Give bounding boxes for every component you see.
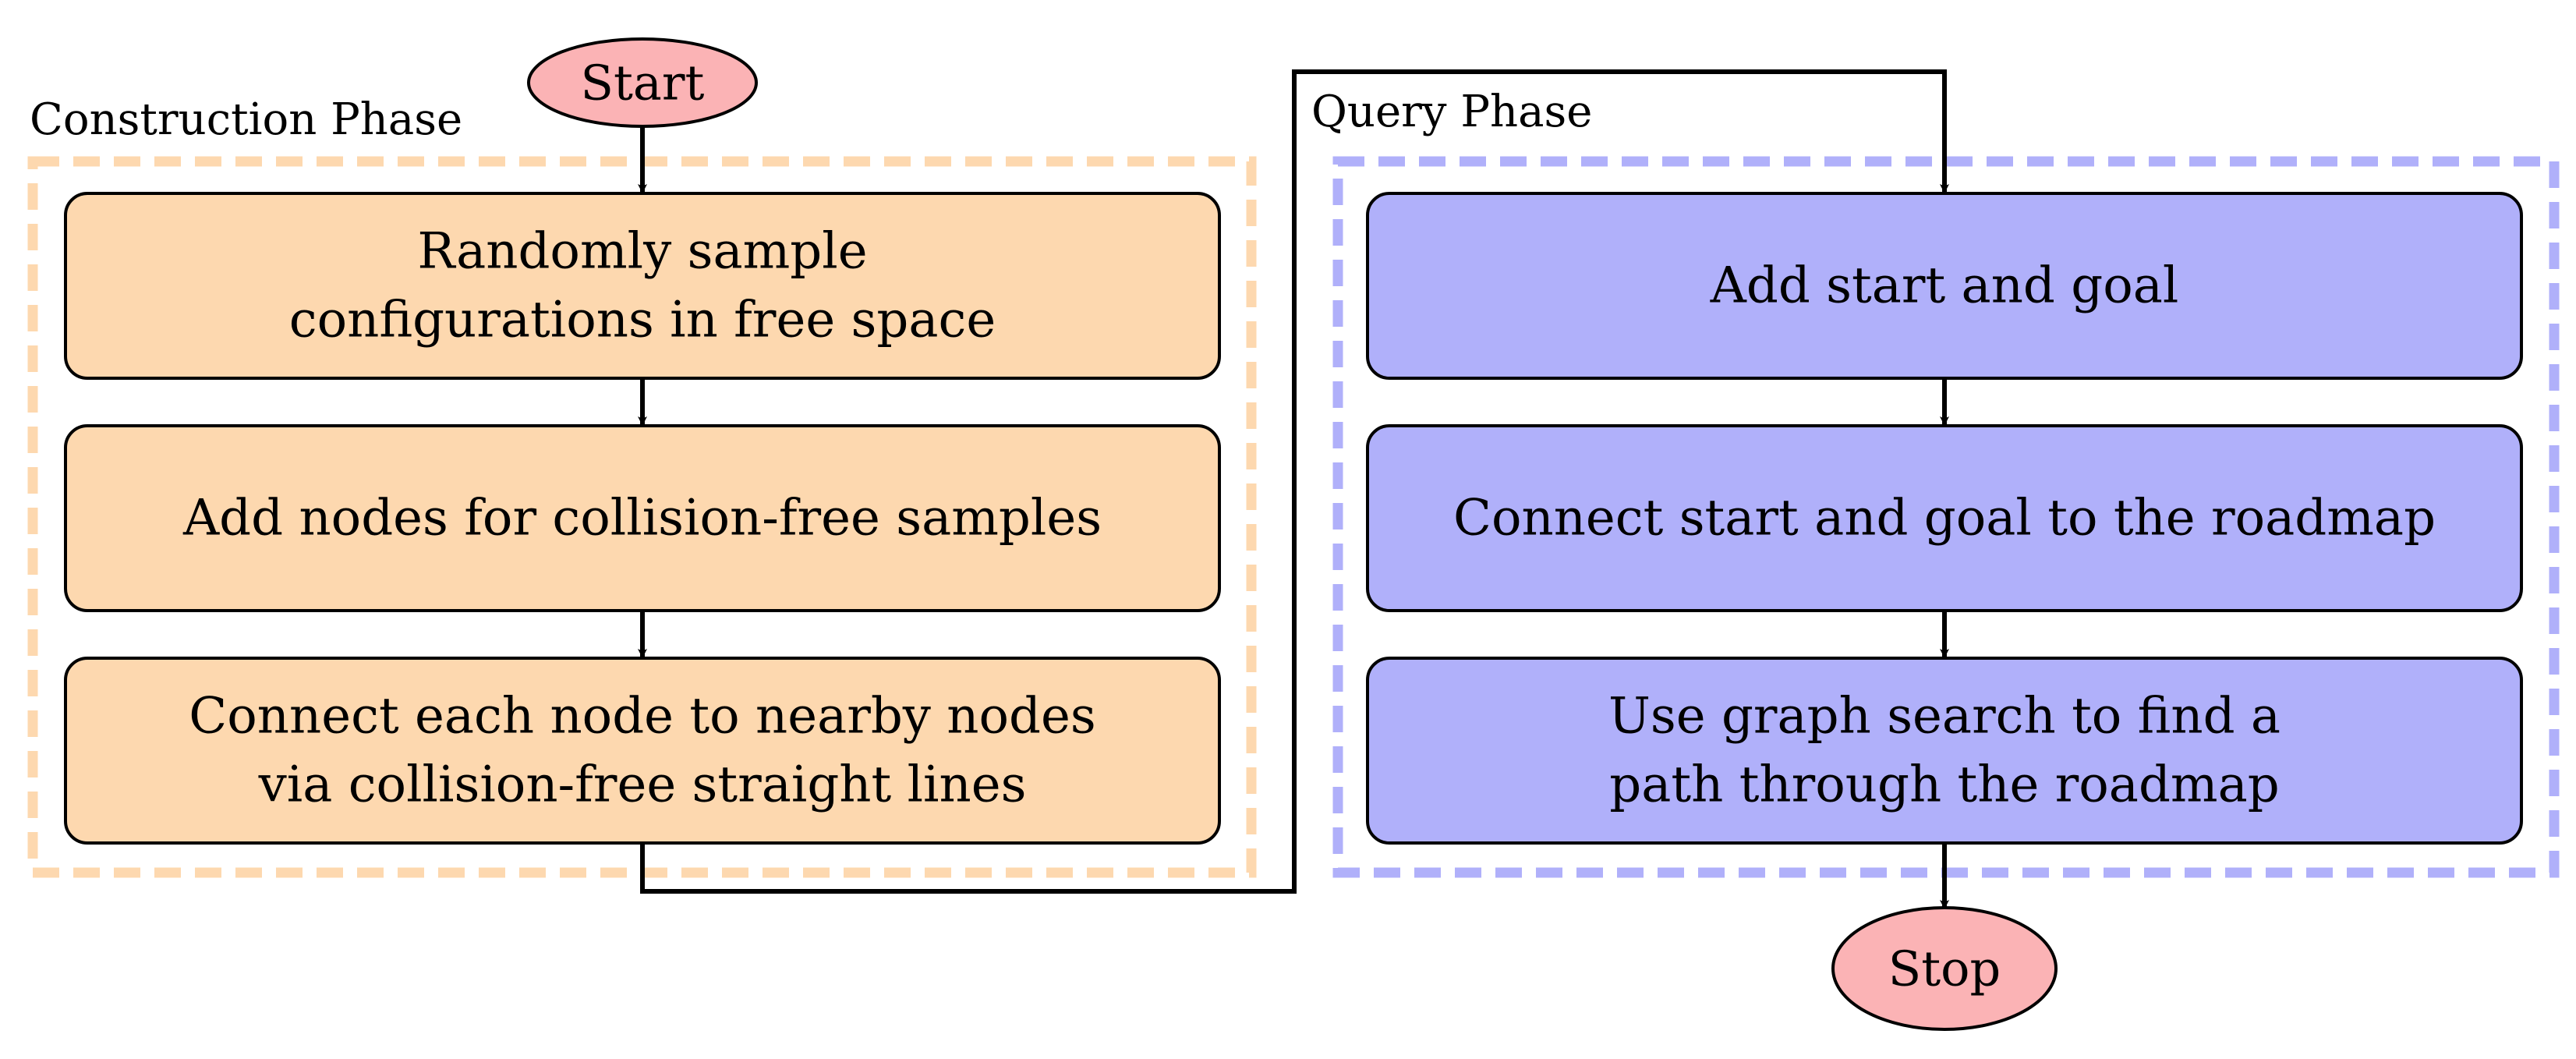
- construction-step-3-box: [64, 657, 1221, 845]
- query-step-1-label-line-1: Add start and goal: [1710, 257, 2179, 315]
- query-step-2-label-line-1: Connect start and goal to the roadmap: [1453, 490, 2436, 547]
- stop-label: Stop: [1888, 940, 2001, 997]
- stop-terminal: Stop: [1831, 906, 2058, 1031]
- query-step-1: Add start and goal: [1366, 192, 2523, 380]
- query-step-2-box: [1366, 424, 2523, 612]
- construction-step-2-box: [64, 424, 1221, 612]
- start-label: Start: [581, 55, 705, 112]
- construction-step-3-label-line-2: via collision-free straight lines: [258, 756, 1027, 814]
- arrow-construction-to-query: [640, 69, 1949, 894]
- construction-step-1: Randomly sample configurations in free sp…: [64, 192, 1221, 380]
- query-step-3: Use graph search to find a path through t…: [1366, 657, 2523, 845]
- query-step-2: Connect start and goal to the roadmap: [1366, 424, 2523, 612]
- construction-step-2: Add nodes for collision-free samples: [64, 424, 1221, 612]
- construction-step-1-box: [64, 192, 1221, 380]
- construction-step-3-label-line-1: Connect each node to nearby nodes: [189, 688, 1095, 746]
- construction-step-3: Connect each node to nearby nodes via col…: [64, 657, 1221, 845]
- query-phase-title: Query Phase: [1311, 87, 1592, 137]
- start-terminal: Start: [527, 37, 758, 128]
- query-step-3-box: [1366, 657, 2523, 845]
- query-step-1-box: [1366, 192, 2523, 380]
- construction-step-1-label-line-1: Randomly sample: [417, 223, 867, 281]
- construction-step-2-label-line-1: Add nodes for collision-free samples: [182, 490, 1102, 547]
- query-step-3-label-line-2: path through the roadmap: [1609, 756, 2279, 814]
- query-step-3-label-line-1: Use graph search to find a: [1608, 688, 2281, 746]
- construction-phase-title: Construction Phase: [30, 94, 462, 145]
- construction-step-1-label-line-2: configurations in free space: [289, 292, 996, 349]
- construction-steps: Randomly sample configurations in free sp…: [64, 192, 1221, 845]
